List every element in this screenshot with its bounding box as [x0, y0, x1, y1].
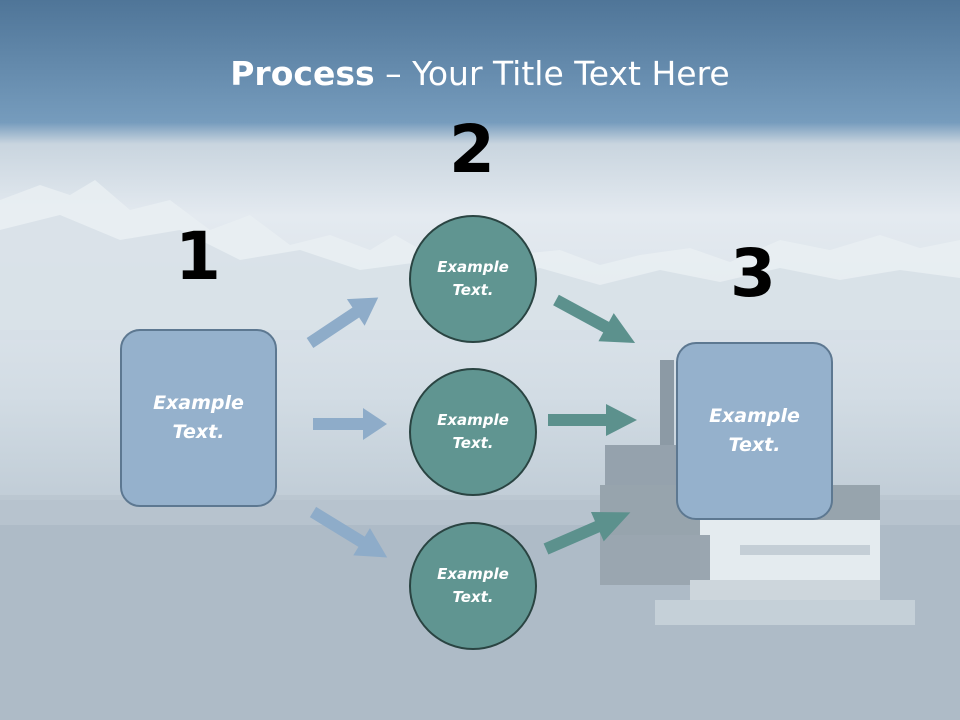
title-strong: Process: [230, 54, 375, 93]
process-circle-middle: Example Text.: [409, 368, 537, 496]
step-number-2: 2: [449, 111, 495, 188]
step-number-1: 1: [175, 218, 221, 295]
input-arrows: [306, 297, 388, 558]
process-circle-top-label: Example Text.: [437, 258, 509, 299]
input-box: Example Text.: [120, 329, 277, 507]
arrow-from-circle-bottom: [543, 511, 631, 555]
process-circle-bottom: Example Text.: [409, 522, 537, 650]
slide-title: Process – Your Title Text Here: [0, 52, 960, 96]
output-box-label: Example Text.: [709, 405, 800, 456]
step-number-3: 3: [730, 235, 776, 312]
arrow-from-circle-top: [553, 294, 636, 343]
arrow-from-circle-middle: [548, 404, 637, 436]
output-arrows: [543, 294, 637, 555]
arrow-to-circle-bottom: [309, 506, 388, 558]
process-circle-middle-label: Example Text.: [437, 411, 509, 452]
process-circle-bottom-label: Example Text.: [437, 565, 509, 606]
output-box: Example Text.: [676, 342, 833, 520]
process-circle-top: Example Text.: [409, 215, 537, 343]
input-box-label: Example Text.: [153, 392, 244, 443]
title-rest: – Your Title Text Here: [374, 54, 730, 93]
arrow-to-circle-top: [306, 297, 379, 348]
arrow-to-circle-middle: [313, 408, 387, 440]
